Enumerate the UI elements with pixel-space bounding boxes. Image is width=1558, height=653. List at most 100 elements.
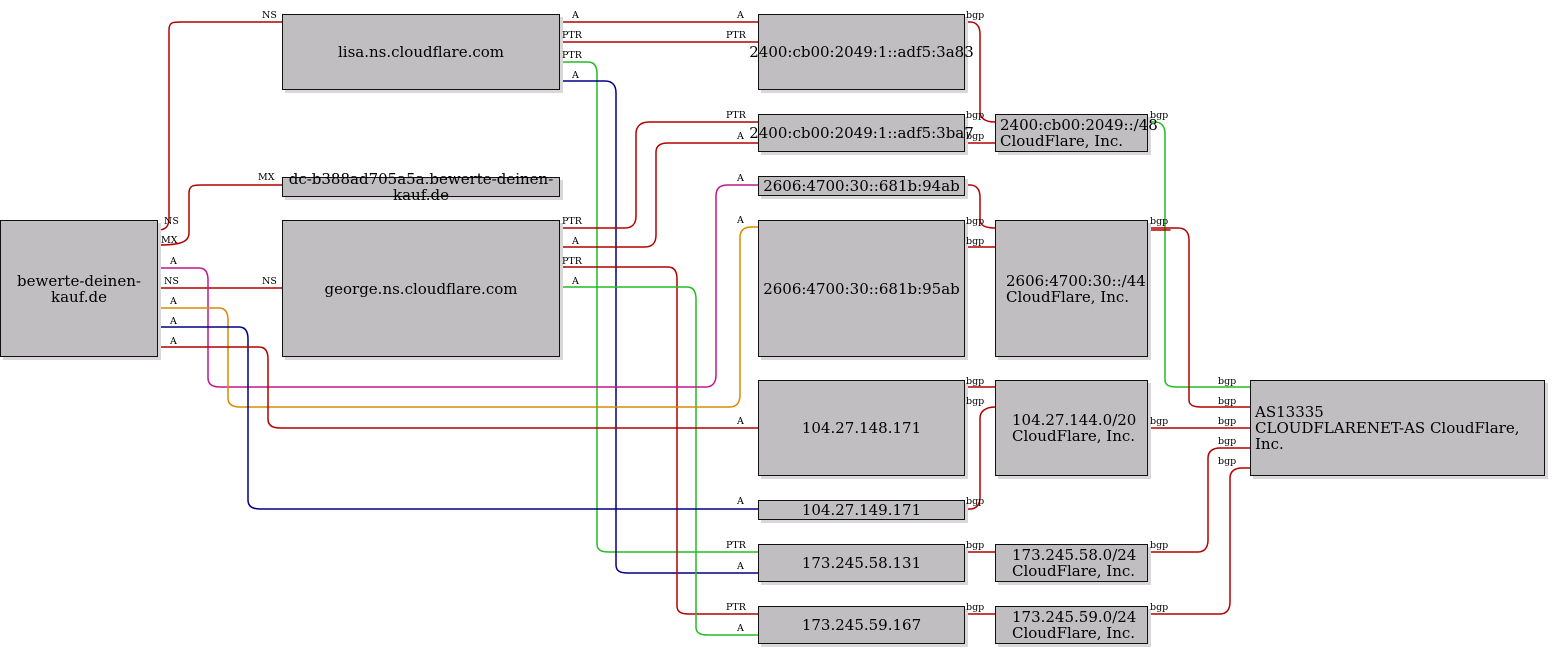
node-net4-label: 173.245.58.0/24 CloudFlare, Inc.: [1012, 546, 1137, 580]
edge-label-ns-lisa-dst: NS: [262, 10, 277, 21]
node-domain-label: bewerte-deinen-kauf.de: [17, 271, 141, 306]
node-ip6b: 2400:cb00:2049:1::adf5:3ba7: [749, 114, 974, 152]
edge-label-ip4d-ptr-dst: PTR: [726, 602, 746, 613]
node-mx-label: dc-b388ad705a5a.bewerte-deinen-kauf.de: [288, 170, 554, 204]
edge-label-bgp-asn-1: bgp: [1218, 376, 1237, 387]
node-asn-label: AS13335 CLOUDFLARENET-AS CloudFlare, Inc…: [1255, 403, 1520, 453]
edge-label-bgp-ip6d: bgp: [966, 236, 985, 247]
edge-label-bgp-ip6b-1: bgp: [966, 110, 985, 121]
edge-ptr-lisa-ip4c: [559, 61, 759, 553]
edge-label-lisa-a-dst: A: [737, 10, 744, 21]
edge-label-ip4c-a-dst: A: [737, 561, 744, 572]
edge-label-bgp-ip4c: bgp: [966, 540, 985, 551]
node-ip6a: 2400:cb00:2049:1::adf5:3a83: [749, 14, 974, 90]
node-george: george.ns.cloudflare.com: [282, 220, 560, 357]
edge-label-ns-george-src: NS: [164, 276, 179, 287]
node-ip4b-label: 104.27.149.171: [801, 501, 922, 519]
edge-label-ip6b-ptr-dst: PTR: [726, 110, 746, 121]
edge-label-bgp-asn-5: bgp: [1218, 456, 1237, 467]
edge-bgp-net2-asn-a: [1147, 227, 1251, 408]
edge-label-bgp-net5: bgp: [1150, 602, 1169, 613]
edge-label-a-blue-src: A: [170, 316, 177, 327]
edge-label-bgp-asn-4: bgp: [1218, 436, 1237, 447]
node-ip4b: 104.27.149.171: [758, 500, 965, 520]
node-net2-label: 2606:4700:30::/44 CloudFlare, Inc.: [1006, 271, 1146, 306]
edge-label-bgp-ip6c: bgp: [966, 216, 985, 227]
edge-label-bgp-net1: bgp: [1150, 110, 1169, 121]
edge-label-ip6d-a-dst: A: [737, 215, 744, 226]
edge-label-mx-src: MX: [161, 235, 178, 246]
edge-a-lisa-ip4c: [559, 80, 759, 574]
node-ip4a: 104.27.148.171: [758, 380, 965, 476]
edge-a-domain-ip4a: [157, 346, 759, 429]
edge-label-bgp-ip4d: bgp: [966, 602, 985, 613]
edge-a-george-ip4d: [559, 286, 759, 636]
node-ip6d: 2606:4700:30::681b:95ab: [758, 220, 965, 357]
edge-label-lisa-a2-src: A: [572, 70, 579, 81]
node-net4: 173.245.58.0/24 CloudFlare, Inc.: [995, 544, 1148, 582]
node-net5: 173.245.59.0/24 CloudFlare, Inc.: [995, 606, 1148, 644]
edge-label-a-magenta-src: A: [170, 256, 177, 267]
edge-ptr-george-ip4d: [559, 266, 759, 615]
edge-label-bgp-ip4b: bgp: [966, 496, 985, 507]
edge-label-ip4c-ptr-dst: PTR: [726, 540, 746, 551]
edge-label-george-ptr-src: PTR: [562, 216, 582, 227]
node-ip4d: 173.245.59.167: [758, 606, 965, 644]
edge-label-lisa-ptr-src: PTR: [562, 30, 582, 41]
edge-label-ip4b-a-dst: A: [737, 496, 744, 507]
node-net2: 2606:4700:30::/44 CloudFlare, Inc.: [995, 220, 1148, 357]
edge-bgp-net1-asn: [1147, 121, 1251, 388]
edge-label-bgp-ip6b-2: bgp: [966, 131, 985, 142]
node-lisa: lisa.ns.cloudflare.com: [282, 14, 560, 90]
edge-mx-domain-mx: [157, 184, 283, 246]
edge-ns-domain-lisa: [157, 21, 283, 231]
edge-label-ip6c-a-dst: A: [737, 173, 744, 184]
node-ip4a-label: 104.27.148.171: [801, 419, 922, 437]
edge-label-ip4a-a-dst: A: [737, 416, 744, 427]
edge-ptr-george-ip6b: [559, 121, 759, 229]
edge-bgp-ip6a-net1: [964, 21, 996, 123]
edge-bgp-ip6c-net2: [964, 184, 996, 229]
edge-label-ns-lisa-src: NS: [164, 216, 179, 227]
edge-label-bgp-ip4a-1: bgp: [966, 376, 985, 387]
node-ip6b-label: 2400:cb00:2049:1::adf5:3ba7: [749, 124, 974, 142]
edge-bgp-ip4b-net3: [964, 406, 996, 510]
edge-label-lisa-a-src: A: [572, 10, 579, 21]
edge-label-ns-george-dst: NS: [262, 276, 277, 287]
node-asn: AS13335 CLOUDFLARENET-AS CloudFlare, Inc…: [1250, 380, 1545, 476]
edge-label-bgp-ip4a-2: bgp: [966, 396, 985, 407]
node-ip4d-label: 173.245.59.167: [801, 616, 922, 634]
edge-label-bgp-net2: bgp: [1150, 216, 1169, 227]
edge-a-domain-ip4b: [157, 326, 759, 510]
node-ip4c-label: 173.245.58.131: [801, 554, 922, 572]
edge-label-george-a-src: A: [572, 236, 579, 247]
edge-label-lisa-ptr2-src: PTR: [562, 50, 582, 61]
node-net5-label: 173.245.59.0/24 CloudFlare, Inc.: [1012, 608, 1137, 642]
edge-a-george-ip6b: [559, 142, 759, 248]
node-domain: bewerte-deinen-kauf.de: [0, 220, 158, 357]
edge-a-domain-ip6d: [157, 226, 759, 408]
edge-label-a-red-src: A: [170, 336, 177, 347]
edge-label-bgp-asn-3: bgp: [1218, 416, 1237, 427]
edge-label-bgp-net3: bgp: [1150, 416, 1169, 427]
node-net1: 2400:cb00:2049::/48 CloudFlare, Inc.: [995, 114, 1158, 152]
node-net1-label: 2400:cb00:2049::/48 CloudFlare, Inc.: [1000, 116, 1158, 150]
edge-label-george-a2-src: A: [572, 276, 579, 287]
edge-label-mx-dst: MX: [258, 172, 275, 183]
edge-bgp-net5-asn: [1147, 467, 1251, 615]
node-george-label: george.ns.cloudflare.com: [324, 279, 518, 298]
node-mx: dc-b388ad705a5a.bewerte-deinen-kauf.de: [282, 171, 560, 203]
edge-label-ip4d-a-dst: A: [737, 623, 744, 634]
edge-label-lisa-ptr-dst: PTR: [726, 30, 746, 41]
edge-a-domain-ip6c: [157, 184, 759, 388]
edge-label-bgp-ip6a: bgp: [966, 10, 985, 21]
edge-label-george-ptr2-src: PTR: [562, 256, 582, 267]
node-lisa-label: lisa.ns.cloudflare.com: [337, 43, 505, 61]
edge-label-ip6b-a-dst: A: [737, 131, 744, 142]
edge-bgp-net4-asn: [1147, 447, 1251, 553]
node-ip4c: 173.245.58.131: [758, 544, 965, 582]
node-net3-label: 104.27.144.0/20 CloudFlare, Inc.: [1012, 411, 1137, 445]
node-ip6c-label: 2606:4700:30::681b:94ab: [763, 177, 960, 195]
node-ip6c: 2606:4700:30::681b:94ab: [758, 176, 965, 196]
edge-label-bgp-asn-2: bgp: [1218, 396, 1237, 407]
